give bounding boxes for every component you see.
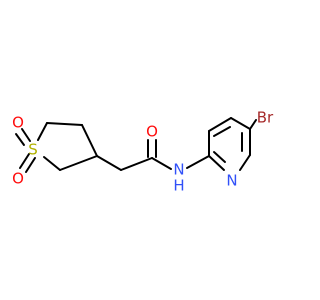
bond-ring-c3-c4 bbox=[81, 124, 98, 157]
pyridine-nitrogen-atom-label: N bbox=[226, 172, 237, 190]
atom-label-layer: Br N N H O S O O bbox=[12, 109, 274, 195]
molecule-structure-diagram: Br N N H O S O O bbox=[12, 109, 274, 195]
bond-pyridine-double-c4-c3 bbox=[213, 126, 231, 137]
sulfonyl-oxygen-top-atom-label: O bbox=[12, 114, 24, 132]
bond-s-o-bottom-a bbox=[19, 153, 30, 169]
bond-s-o-bottom-b bbox=[25, 157, 36, 173]
bond-ring-c4-c5 bbox=[46, 122, 83, 126]
bond-br-c5 bbox=[249, 119, 257, 130]
bond-ring-s-c2 bbox=[43, 156, 61, 171]
bond-carbonyl-c-methylene bbox=[120, 157, 153, 171]
bond-s-o-top-b bbox=[15, 133, 25, 146]
bond-amide-n-carbonyl-c bbox=[151, 157, 172, 170]
bond-pyridine-n-c6 bbox=[239, 154, 251, 171]
amide-nitrogen-atom-label: N bbox=[173, 161, 184, 179]
carbonyl-oxygen-atom-label: O bbox=[146, 123, 158, 141]
bond-pyridine-c2-n bbox=[208, 155, 225, 171]
bond-pyridine-c4-c3 bbox=[208, 117, 232, 132]
sulfur-atom-label: S bbox=[28, 141, 38, 159]
bond-pyridine-c5-c4 bbox=[230, 117, 251, 130]
bromine-atom-label: Br bbox=[257, 109, 274, 127]
bond-ring-c5-s bbox=[37, 122, 48, 141]
bond-c2-amide-n bbox=[186, 155, 210, 169]
bond-pyridine-double-c2-n bbox=[213, 151, 226, 163]
sulfonyl-oxygen-bottom-atom-label: O bbox=[12, 170, 24, 188]
amide-hydrogen-atom-label: H bbox=[173, 177, 184, 195]
bond-methylene-ring-c3 bbox=[96, 155, 122, 171]
bond-s-o-top-a bbox=[21, 128, 31, 142]
bond-ring-c2-c3 bbox=[59, 155, 98, 171]
bond-layer bbox=[15, 117, 257, 173]
